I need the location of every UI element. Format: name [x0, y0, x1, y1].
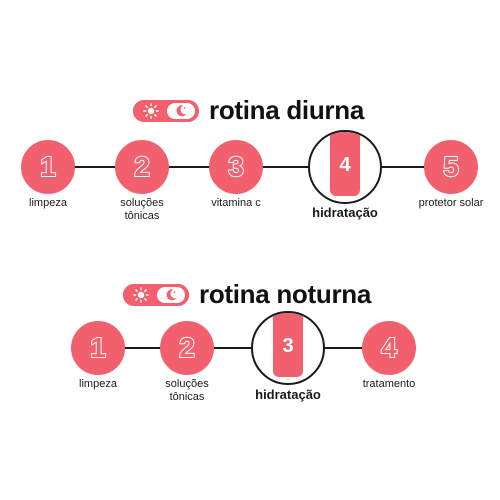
- night-step-2-circle: 2: [160, 321, 214, 375]
- night-step-4-circle: 4: [362, 321, 416, 375]
- day-step-1-circle: 1: [21, 140, 75, 194]
- day-step-3-label: vitamina c: [211, 197, 261, 209]
- night-routine-header: rotina noturna: [123, 279, 371, 310]
- day-routine-header: rotina diurna: [133, 95, 364, 126]
- night-step-3-highlight: 3: [251, 311, 325, 385]
- day-step-3-circle: 3: [209, 140, 263, 194]
- sun-icon: [137, 102, 165, 119]
- moon-icon: [167, 102, 195, 119]
- day-step-5-circle: 5: [424, 140, 478, 194]
- day-step-5-label: protetor solar: [418, 197, 484, 209]
- night-routine-title: rotina noturna: [199, 279, 372, 309]
- day-step-4-label: hidratação: [312, 205, 378, 220]
- night-steps-connector: [98, 347, 390, 349]
- moon-icon: [157, 286, 185, 303]
- night-step-4-label: tratamento: [362, 378, 416, 390]
- sun-icon: [127, 286, 155, 303]
- night-step-2-label: soluções tônicas: [165, 378, 209, 403]
- day-step-1-label: limpeza: [29, 197, 67, 209]
- day-night-toggle[interactable]: [133, 99, 199, 122]
- day-step-2-circle: 2: [115, 140, 169, 194]
- day-routine-title: rotina diurna: [209, 95, 364, 125]
- day-step-2-label: soluções tônicas: [120, 197, 164, 222]
- day-night-toggle[interactable]: [123, 283, 189, 306]
- night-step-3-label: hidratação: [255, 387, 321, 402]
- night-step-1-label: limpeza: [79, 378, 117, 390]
- night-step-1-circle: 1: [71, 321, 125, 375]
- day-step-4-highlight: 4: [308, 130, 382, 204]
- tube-icon: 3: [273, 313, 303, 377]
- tube-icon: 4: [330, 132, 360, 196]
